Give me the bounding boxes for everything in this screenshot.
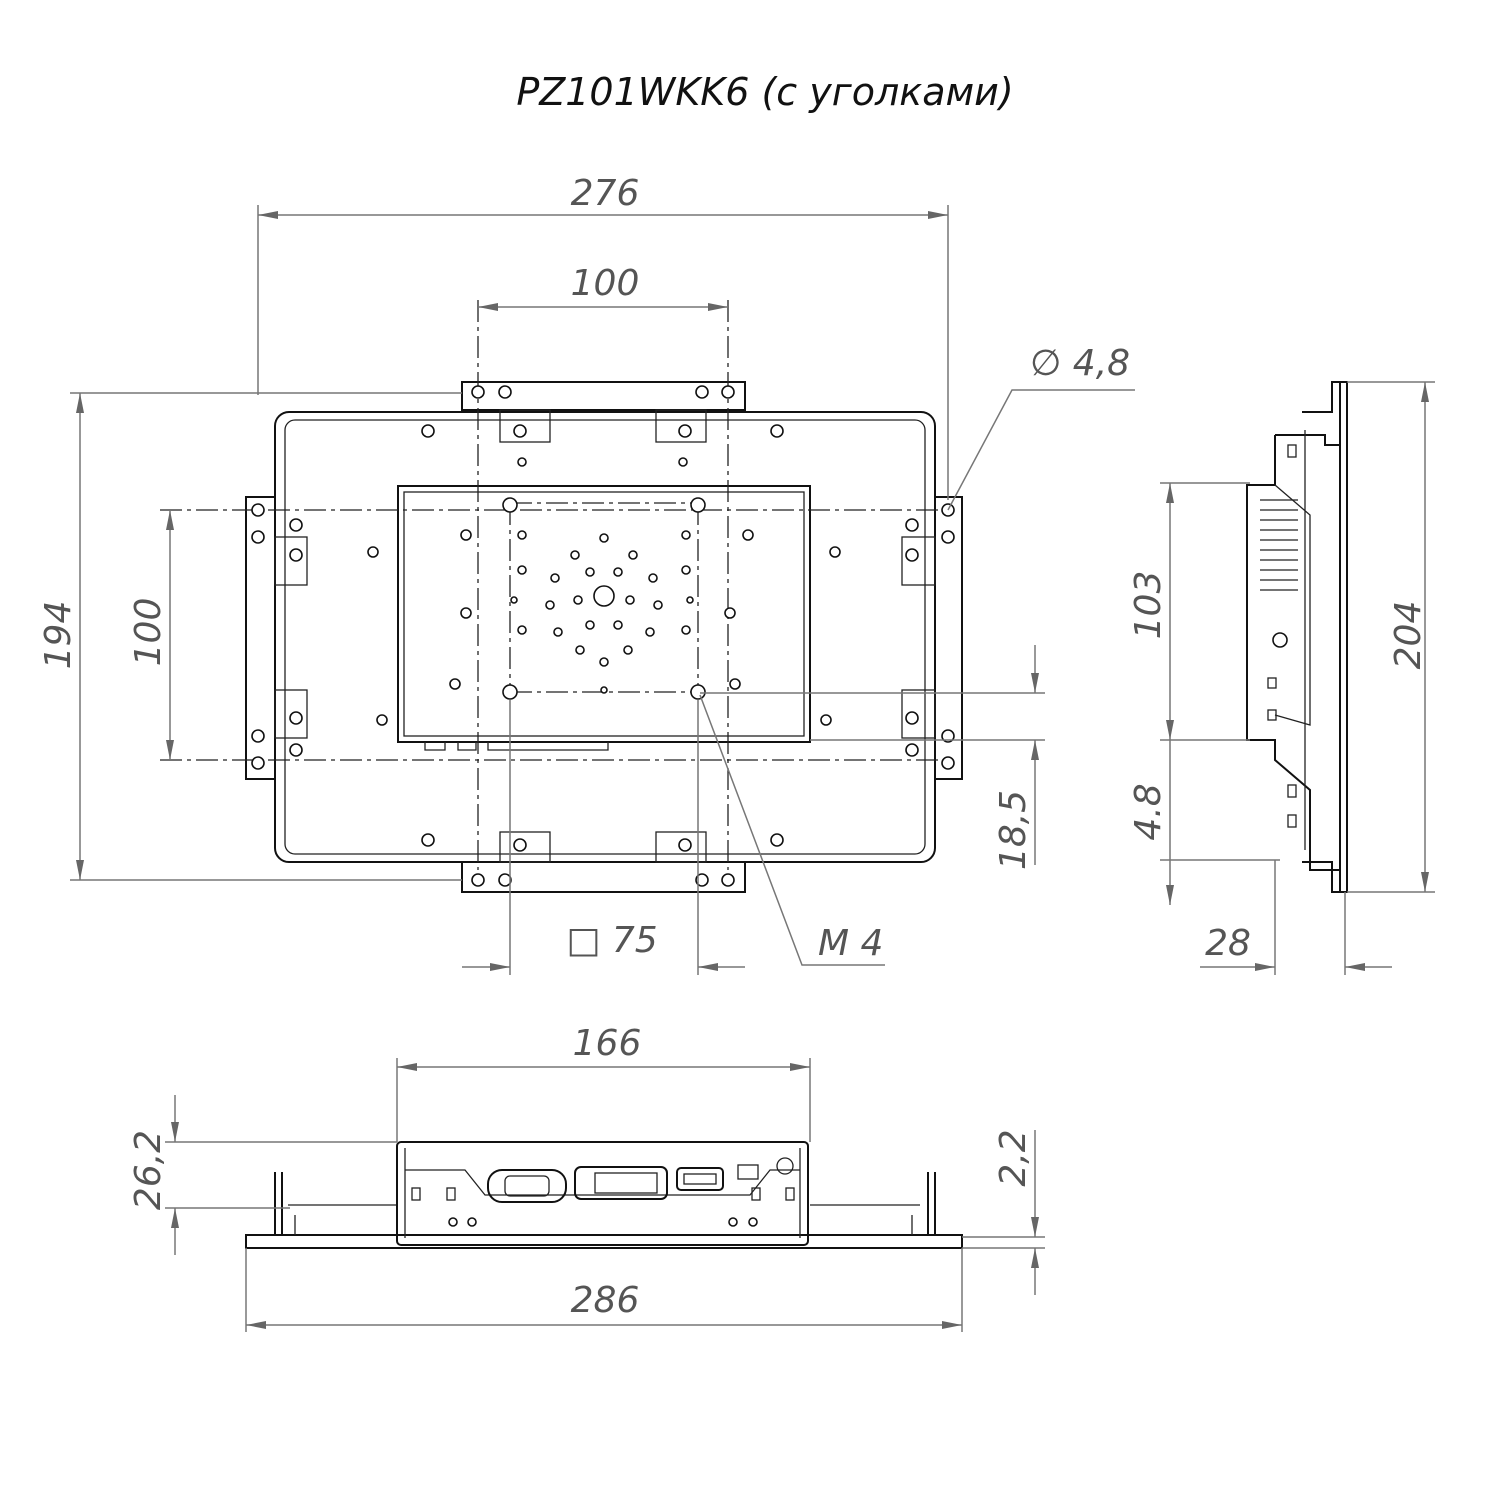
dim-side-box-height: 103 — [1128, 571, 1169, 640]
power-port — [737, 1164, 759, 1180]
vent-holes — [510, 530, 694, 694]
panel-outline — [274, 411, 936, 863]
hdmi-port — [676, 1167, 724, 1191]
side-view — [1246, 381, 1348, 893]
dim-vesa: □ 75 — [566, 920, 657, 961]
dim-vesa-offset: 18,5 — [993, 790, 1034, 870]
dim-side-overall-height: 204 — [1388, 601, 1429, 670]
dim-depth: 28 — [1205, 923, 1251, 964]
drawing-title: PZ101WKK6 (с уголками) — [516, 70, 1013, 114]
dim-hole-diameter: ∅ 4,8 — [1030, 343, 1130, 384]
side-dimensions: 103 4.8 204 28 — [1128, 381, 1435, 975]
controller-box — [397, 485, 811, 743]
dim-overall-width: 276 — [571, 173, 640, 214]
dvi-port — [574, 1166, 668, 1200]
power-jack — [776, 1157, 794, 1175]
dim-side-offset: 4.8 — [1128, 783, 1169, 840]
dim-box-width: 166 — [573, 1023, 642, 1064]
dim-bracket-spacing-top: 100 — [571, 263, 640, 304]
bottom-view — [245, 1141, 963, 1249]
side-vents — [1260, 499, 1298, 591]
front-view — [160, 300, 963, 893]
bottom-dimensions: 166 26,2 2,2 286 — [128, 1023, 1045, 1332]
dim-overall-height: 194 — [38, 601, 79, 670]
front-dimensions: 276 100 194 100 ∅ 4,8 18,5 □ 75 M 4 — [38, 173, 1135, 975]
top-bracket — [461, 381, 746, 411]
dim-screw: M 4 — [818, 923, 883, 964]
controller-box-bottom — [396, 1141, 809, 1246]
vga-port — [487, 1169, 567, 1203]
bottom-plate — [245, 1234, 963, 1249]
dim-bracket-overall-width: 286 — [571, 1280, 640, 1321]
dim-plate-thickness: 2,2 — [993, 1129, 1034, 1186]
mounting-holes — [251, 385, 955, 887]
dim-bracket-spacing-side: 100 — [128, 598, 169, 667]
dim-box-depth: 26,2 — [128, 1130, 169, 1210]
